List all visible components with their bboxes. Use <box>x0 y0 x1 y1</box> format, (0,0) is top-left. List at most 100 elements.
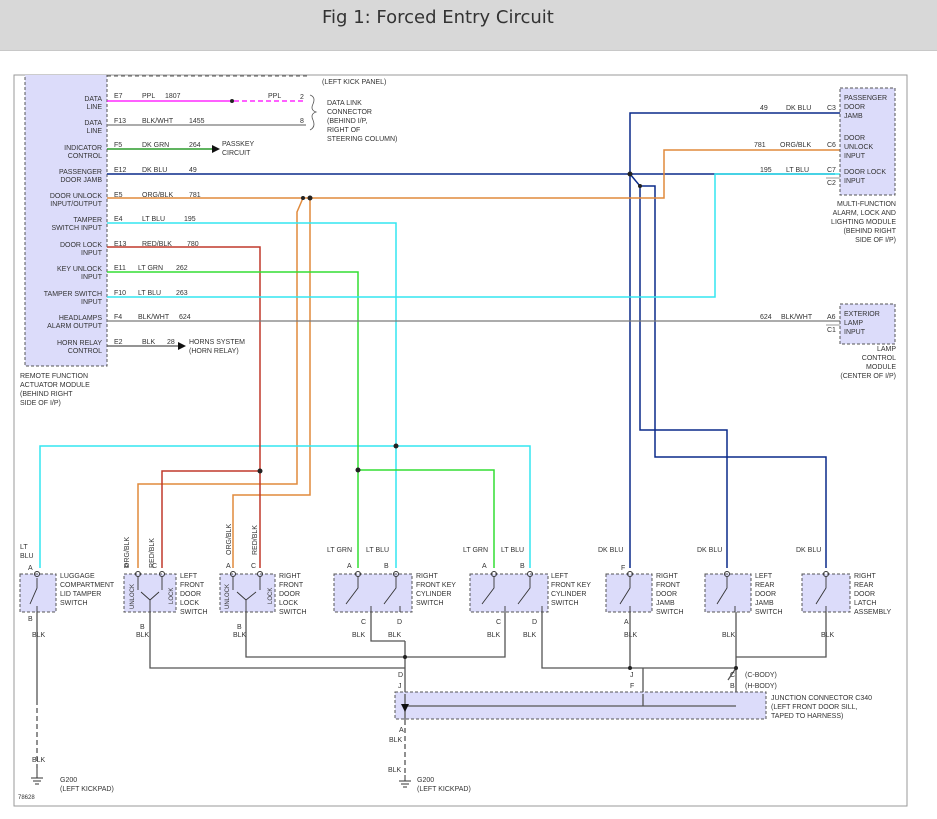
svg-text:A: A <box>124 563 129 570</box>
rfa-pin-name: CONTROL <box>68 348 102 355</box>
svg-text:RIGHT: RIGHT <box>656 573 679 580</box>
rfa-pin-name: LINE <box>86 104 102 111</box>
svg-text:DOOR: DOOR <box>755 591 776 598</box>
svg-text:195: 195 <box>184 216 196 223</box>
svg-text:RED/BLK: RED/BLK <box>142 241 172 248</box>
lamp-pin-c1: C1 <box>827 327 836 334</box>
svg-text:DK BLU: DK BLU <box>786 105 811 112</box>
svg-text:ORG/BLK: ORG/BLK <box>226 524 233 555</box>
svg-text:(C-BODY): (C-BODY) <box>745 672 777 679</box>
svg-text:ORG/BLK: ORG/BLK <box>780 142 811 149</box>
svg-text:DK BLU: DK BLU <box>142 167 167 174</box>
rfa-caption: REMOTE FUNCTION ACTUATOR MODULE (BEHIND … <box>20 373 90 407</box>
svg-text:(BEHIND RIGHT: (BEHIND RIGHT <box>844 228 897 235</box>
svg-text:DOOR: DOOR <box>180 591 201 598</box>
svg-text:1807: 1807 <box>165 93 181 100</box>
left-front-door-lock-switch: ORG/BLK RED/BLK A C B UNLOCK LOCK LEFT F… <box>123 537 208 639</box>
dlc-pin-8: 8 <box>300 118 304 125</box>
wire-red-blk-780 <box>107 246 261 568</box>
svg-text:G200: G200 <box>60 777 77 784</box>
svg-text:A: A <box>347 563 352 570</box>
svg-text:ALARM, LOCK AND: ALARM, LOCK AND <box>833 210 896 217</box>
svg-text:781: 781 <box>754 142 766 149</box>
rfa-pin-name: INPUT <box>81 274 103 281</box>
svg-text:BLK: BLK <box>233 632 247 639</box>
svg-text:E11: E11 <box>114 265 126 272</box>
svg-text:28: 28 <box>167 339 175 346</box>
svg-text:REMOTE FUNCTION: REMOTE FUNCTION <box>20 373 88 380</box>
svg-text:BLK: BLK <box>32 632 46 639</box>
svg-text:BLK: BLK <box>388 767 402 774</box>
dlc-label: DATA LINK CONNECTOR (BEHIND I/P, RIGHT O… <box>327 100 397 143</box>
svg-text:MODULE: MODULE <box>866 364 896 371</box>
svg-text:LAMP: LAMP <box>877 346 896 353</box>
dlc-pin-2: 2 <box>300 94 304 101</box>
rfa-pin-name: PASSENGER <box>59 169 102 176</box>
rfa-pin-name: CONTROL <box>68 153 102 160</box>
junction-connector-c340: D J J F C B (C-BODY) (H-BODY) JUNCTION C… <box>389 672 872 744</box>
svg-text:DOOR: DOOR <box>844 104 865 111</box>
svg-text:BLK: BLK <box>624 632 638 639</box>
svg-text:HORNS SYSTEM: HORNS SYSTEM <box>189 339 245 346</box>
svg-text:REAR: REAR <box>755 582 774 589</box>
wire-lt-blu-263 <box>107 173 840 298</box>
svg-text:DK GRN: DK GRN <box>142 142 169 149</box>
svg-text:SWITCH: SWITCH <box>60 600 88 607</box>
svg-text:(BEHIND I/P,: (BEHIND I/P, <box>327 118 367 125</box>
svg-text:SWITCH: SWITCH <box>755 609 783 616</box>
svg-text:LATCH: LATCH <box>854 600 876 607</box>
left-rear-door-jamb-switch: DK BLU LEFT REAR DOOR JAMB SWITCH BLK <box>697 547 783 639</box>
svg-text:C3: C3 <box>827 105 836 112</box>
svg-text:UNLOCK: UNLOCK <box>130 584 136 609</box>
svg-text:LT BLU: LT BLU <box>786 167 809 174</box>
rfa-pin-name: DOOR UNLOCK <box>50 193 102 200</box>
svg-text:JAMB: JAMB <box>844 113 863 120</box>
svg-text:G200: G200 <box>417 777 434 784</box>
svg-text:BLK: BLK <box>136 632 150 639</box>
svg-text:FRONT: FRONT <box>180 582 205 589</box>
svg-text:A: A <box>399 727 404 734</box>
svg-text:ORG/BLK: ORG/BLK <box>142 192 173 199</box>
svg-text:REAR: REAR <box>854 582 873 589</box>
svg-text:C7: C7 <box>827 167 836 174</box>
svg-text:(BEHIND RIGHT: (BEHIND RIGHT <box>20 391 73 398</box>
svg-text:SIDE OF I/P): SIDE OF I/P) <box>855 237 896 244</box>
svg-text:J: J <box>398 683 402 690</box>
svg-text:JAMB: JAMB <box>755 600 774 607</box>
svg-text:C: C <box>251 563 256 570</box>
svg-text:PASSENGER: PASSENGER <box>844 95 887 102</box>
svg-text:RIGHT: RIGHT <box>416 573 439 580</box>
rfa-pin-name: HORN RELAY <box>57 340 102 347</box>
svg-text:PPL: PPL <box>142 93 155 100</box>
rfa-pin-name: DATA <box>84 96 102 103</box>
svg-text:B: B <box>140 624 145 631</box>
svg-text:F5: F5 <box>114 142 122 149</box>
svg-text:624: 624 <box>179 314 191 321</box>
svg-text:LEFT: LEFT <box>180 573 198 580</box>
svg-text:DATA LINK: DATA LINK <box>327 100 362 107</box>
svg-text:PASSKEY: PASSKEY <box>222 141 254 148</box>
svg-text:LAMP: LAMP <box>844 320 863 327</box>
rfa-pin-name: INDICATOR <box>64 145 102 152</box>
svg-text:195: 195 <box>760 167 772 174</box>
svg-text:BLK/WHT: BLK/WHT <box>138 314 170 321</box>
svg-text:LT: LT <box>20 544 28 551</box>
svg-text:DOOR LOCK: DOOR LOCK <box>844 169 886 176</box>
svg-text:COMPARTMENT: COMPARTMENT <box>60 582 115 589</box>
figure-id: 78628 <box>18 795 35 801</box>
svg-text:STEERING COLUMN): STEERING COLUMN) <box>327 136 397 143</box>
svg-text:CONTROL: CONTROL <box>862 355 896 362</box>
lamp-color: BLK/WHT <box>781 314 813 321</box>
lamp-caption: LAMP CONTROL MODULE (CENTER OF I/P) <box>840 346 896 380</box>
svg-text:B: B <box>384 563 389 570</box>
svg-text:BLK: BLK <box>32 757 46 764</box>
svg-text:BLK: BLK <box>389 737 403 744</box>
svg-text:LT BLU: LT BLU <box>142 216 165 223</box>
dlc-ppl-color: PPL <box>268 93 281 100</box>
rfa-top-pin-label: (LEFT KICK PANEL) <box>322 79 386 86</box>
svg-text:C: C <box>730 672 735 679</box>
svg-text:JAMB: JAMB <box>656 600 675 607</box>
svg-text:263: 263 <box>176 290 188 297</box>
